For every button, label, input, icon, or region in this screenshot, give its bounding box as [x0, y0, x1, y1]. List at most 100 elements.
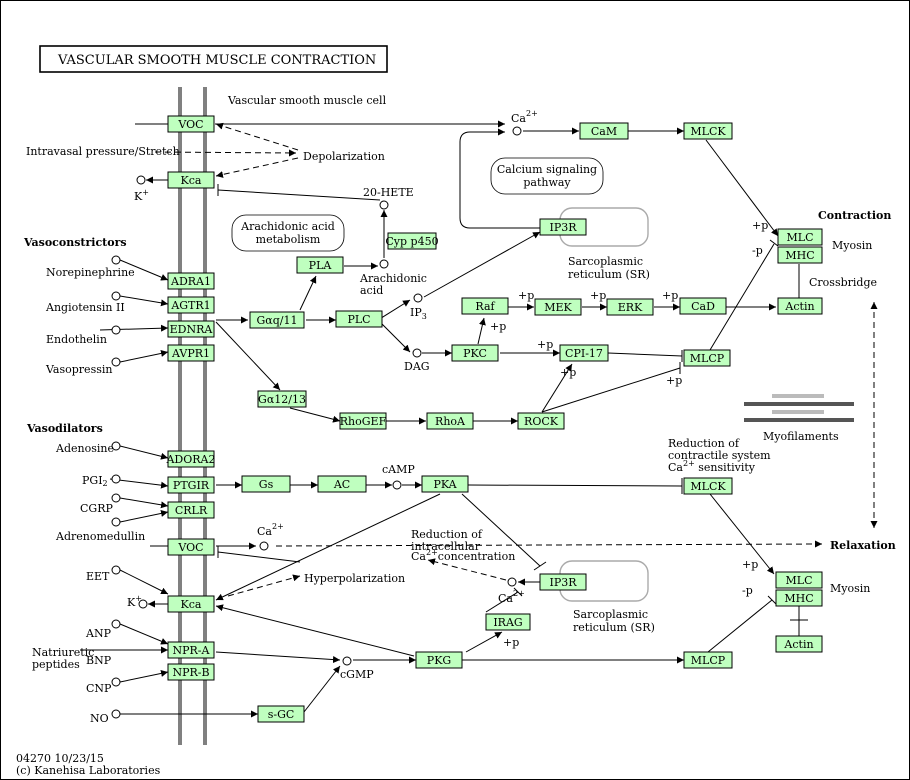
gene-box-mhc2[interactable]: MHC [775, 589, 823, 607]
cnp-label: CNP [86, 682, 112, 695]
gene-box-rect [296, 256, 344, 274]
plus-p-label: +p [752, 219, 768, 232]
gene-box-rhogef[interactable]: RhoGEF [339, 412, 387, 430]
gene-box-rect [387, 232, 437, 250]
gene-box-rect [606, 298, 654, 316]
gene-box-rock[interactable]: ROCK [517, 412, 565, 430]
gene-box-pkg[interactable]: PKG [415, 651, 463, 669]
gene-box-mlcp2[interactable]: MLCP [683, 651, 733, 669]
gene-box-plc[interactable]: PLC [335, 310, 383, 328]
gene-box-avpr1[interactable]: AVPR1 [167, 344, 215, 362]
gene-box-rect [683, 651, 733, 669]
gene-box-ednra[interactable]: EDNRA [167, 320, 215, 338]
angiotensin-label: Angiotensin II [45, 301, 125, 314]
gene-box-kca2[interactable]: Kca [167, 595, 215, 613]
gene-box-mhc1[interactable]: MHC [777, 246, 823, 264]
gene-box-adra1[interactable]: ADRA1 [167, 272, 215, 290]
gene-box-mlc2[interactable]: MLC [775, 571, 823, 589]
plus-p-label: +p [662, 289, 678, 302]
gene-box-pla[interactable]: PLA [296, 256, 344, 274]
gene-label-actin2: Actin [783, 638, 813, 651]
gene-box-erk[interactable]: ERK [606, 298, 654, 316]
gene-box-irag[interactable]: IRAG [485, 613, 531, 631]
gene-box-cpi17[interactable]: CPI-17 [559, 344, 609, 362]
gene-box-voc1[interactable]: VOC [167, 115, 215, 133]
gene-box-g1213[interactable]: Gα12/13 [257, 390, 307, 408]
gene-box-gq[interactable]: Gαq/11 [249, 311, 305, 329]
vasoconstrictors-heading: Vasoconstrictors [23, 236, 127, 249]
vasopressin-label: Vasopressin [45, 363, 112, 376]
gene-box-raf[interactable]: Raf [461, 297, 509, 315]
gene-box-pka[interactable]: PKA [421, 475, 469, 493]
gene-box-cyp450[interactable]: Cyp p450 [385, 232, 439, 250]
gene-label-cpi17: CPI-17 [565, 347, 603, 360]
gene-box-mlcp1[interactable]: MLCP [683, 349, 731, 367]
gene-box-rect [257, 390, 307, 408]
gene-box-agtr1[interactable]: AGTR1 [167, 296, 215, 314]
camp-label: cAMP [382, 463, 415, 476]
gene-box-mlck2[interactable]: MLCK [683, 477, 733, 495]
gene-box-rect [167, 344, 215, 362]
gene-box-actin2[interactable]: Actin [775, 635, 823, 653]
gene-box-rect [679, 297, 727, 315]
plus-p-label: +p [590, 289, 606, 302]
gene-box-rect [775, 571, 823, 589]
gene-box-gs[interactable]: Gs [241, 475, 291, 493]
gene-box-nprb[interactable]: NPR-B [167, 663, 215, 681]
gene-box-npra[interactable]: NPR-A [167, 641, 215, 659]
gene-box-adora2[interactable]: ADORA2 [165, 450, 216, 468]
gene-box-rect [539, 218, 587, 236]
gene-box-cam[interactable]: CaM [579, 122, 629, 140]
aa-metabolism-map[interactable] [231, 214, 345, 252]
gene-box-mlc1[interactable]: MLC [777, 228, 823, 246]
gene-label-mlc1: MLC [787, 231, 814, 244]
crossbridge-label: Crossbridge [809, 276, 877, 289]
edges [80, 120, 878, 718]
gene-box-rect [339, 412, 387, 430]
ca-low-label: Ca2+ [498, 589, 525, 605]
gene-box-rect [167, 450, 215, 468]
gene-label-mlcp2: MLCP [691, 654, 726, 667]
ip3-label: IP3 [410, 306, 427, 321]
gene-label-nprb: NPR-B [172, 666, 209, 679]
gene-box-rect [167, 115, 215, 133]
gene-box-crlr[interactable]: CRLR [167, 501, 215, 519]
gene-box-kca1[interactable]: Kca [167, 171, 215, 189]
gene-box-rect [777, 246, 823, 264]
gene-box-mek[interactable]: MEK [534, 298, 582, 316]
endothelin-label: Endothelin [46, 333, 107, 346]
title-box [39, 45, 388, 73]
plus-p-label: +p [503, 636, 519, 649]
gene-box-pkc[interactable]: PKC [451, 344, 499, 362]
gene-box-ptgir[interactable]: PTGIR [167, 476, 215, 494]
gene-box-ip3r2[interactable]: IP3R [539, 573, 587, 591]
pgi2-label: PGI2 [82, 474, 108, 488]
gene-box-ip3r1[interactable]: IP3R [539, 218, 587, 236]
gene-box-ac[interactable]: AC [317, 475, 367, 493]
gene-box-rect [167, 501, 215, 519]
myofilaments-label: Myofilaments [763, 430, 839, 443]
gene-label-actin1: Actin [784, 300, 814, 313]
gene-label-ip3r1: IP3R [549, 221, 577, 234]
gene-label-crlr: CRLR [175, 504, 208, 517]
calcium-signaling-map[interactable] [490, 157, 604, 195]
gene-box-cad[interactable]: CaD [679, 297, 727, 315]
gene-box-rect [167, 320, 215, 338]
gene-box-mlck1[interactable]: MLCK [683, 122, 733, 140]
gene-box-rhoa[interactable]: RhoA [426, 412, 474, 430]
gene-box-sgc[interactable]: s-GC [257, 705, 305, 723]
gene-label-erk: ERK [618, 301, 643, 314]
gene-label-pka: PKA [433, 478, 457, 491]
20-hete-label: 20-HETE [363, 186, 414, 199]
gene-box-rect [257, 705, 305, 723]
gene-box-rect [167, 663, 215, 681]
gene-label-mlc2: MLC [786, 574, 813, 587]
gene-box-rect [167, 538, 215, 556]
intravasal-label: Intravasal pressure/Stretch [26, 145, 180, 158]
gene-box-actin1[interactable]: Actin [777, 297, 823, 315]
gene-box-voc2[interactable]: VOC [167, 538, 215, 556]
